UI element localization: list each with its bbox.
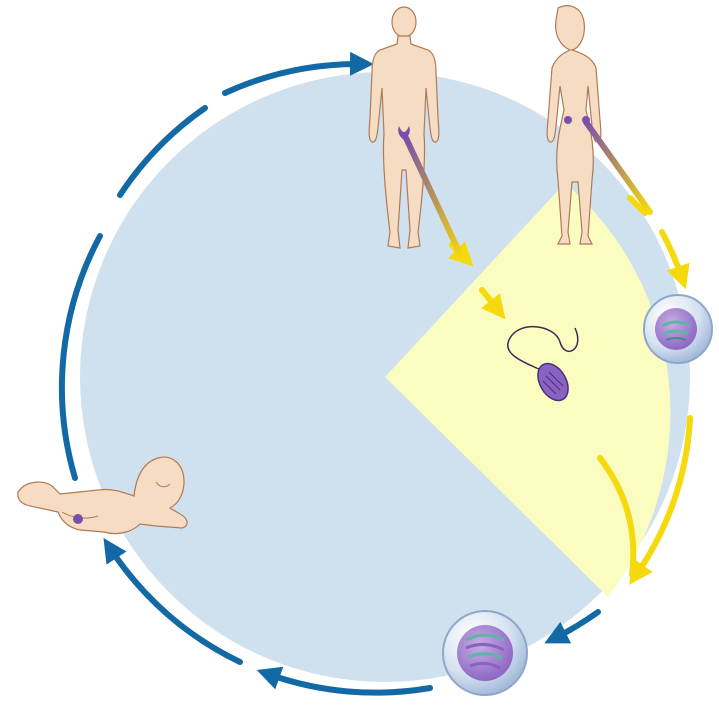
egg-icon bbox=[644, 295, 712, 363]
zygote-icon bbox=[443, 611, 527, 695]
